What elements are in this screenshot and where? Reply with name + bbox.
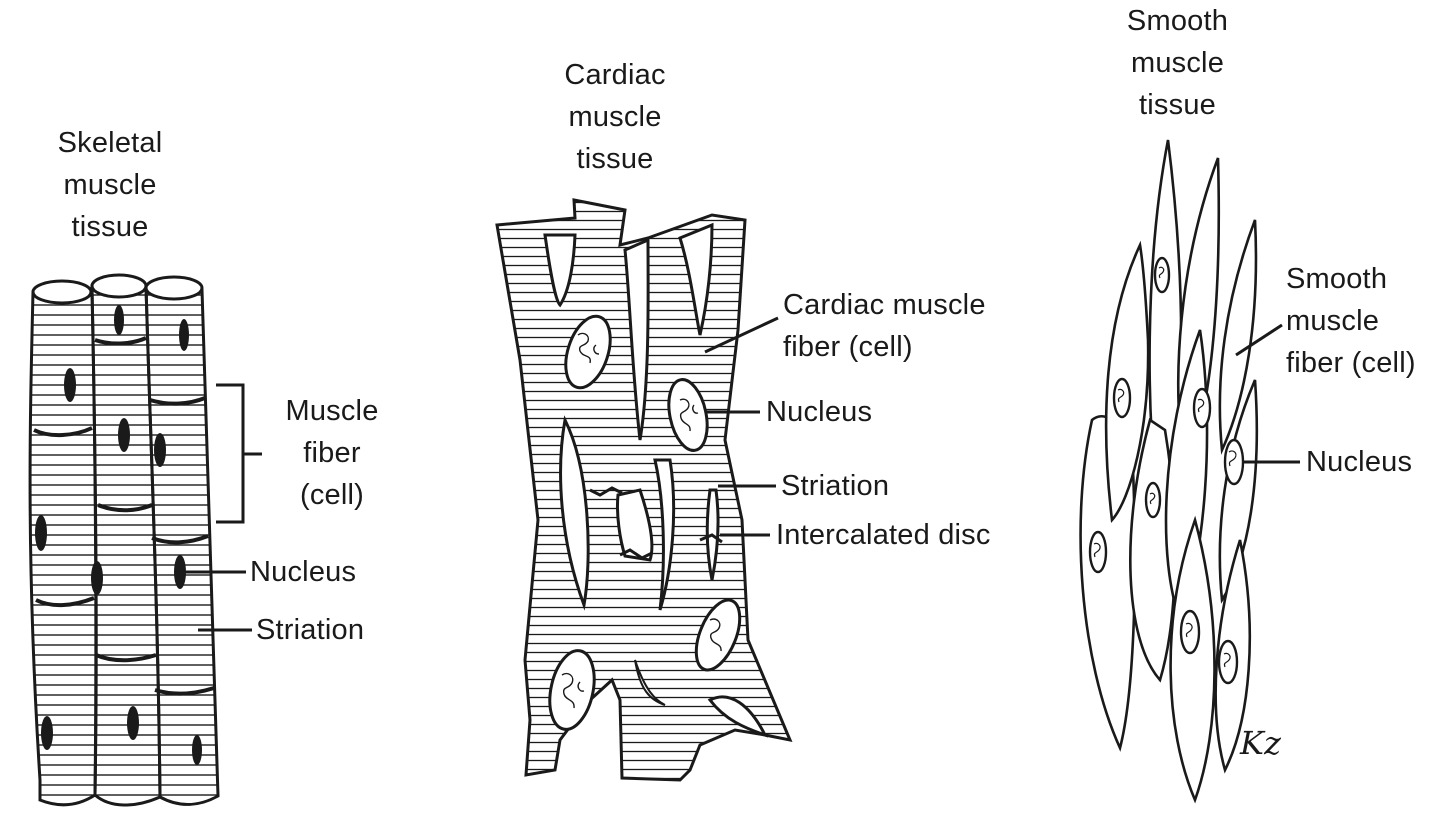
- skeletal-fiber-3: [144, 275, 220, 806]
- skeletal-fiber-2: [90, 273, 162, 807]
- skeletal-title-line-2: muscle: [63, 169, 157, 201]
- cardiac-title-line-3: tissue: [576, 143, 654, 175]
- smooth-title-line-1: Smooth: [1126, 5, 1229, 37]
- smooth-title-line-2: muscle: [1130, 47, 1225, 79]
- smooth-fiber-label: Smooth muscle fiber (cell): [1286, 258, 1416, 384]
- cardiac-nucleus-label: Nucleus: [766, 396, 873, 428]
- cardiac-fiber-label-line-1: Cardiac muscle: [783, 289, 986, 321]
- smooth-fiber-label-line-1: Smooth: [1286, 263, 1388, 295]
- smooth-fiber-leader: [1235, 323, 1283, 357]
- cardiac-muscle-illustration: [495, 198, 793, 782]
- skeletal-fiber-bracket: [216, 383, 262, 524]
- skeletal-fiber-label: Muscle fiber (cell): [262, 390, 402, 516]
- artist-signature: Kz: [1240, 724, 1282, 762]
- skeletal-nuclei: [35, 305, 202, 765]
- skeletal-fiber-label-line-2: fiber: [303, 437, 361, 469]
- skeletal-title-line-3: tissue: [71, 211, 149, 243]
- smooth-nuclei: [1088, 256, 1245, 685]
- smooth-fiber-label-line-2: muscle: [1286, 305, 1380, 337]
- cardiac-title-line-1: Cardiac: [564, 59, 666, 91]
- smooth-nuclei-detail: [1093, 266, 1237, 668]
- smooth-title-line-3: tissue: [1139, 89, 1216, 121]
- smooth-nucleus-label: Nucleus: [1306, 446, 1413, 478]
- cardiac-fiber-label: Cardiac muscle fiber (cell): [783, 284, 986, 368]
- cardiac-fiber-label-line-2: fiber (cell): [783, 331, 913, 363]
- skeletal-title: Skeletal muscle tissue: [40, 122, 180, 248]
- smooth-fiber-label-line-3: fiber (cell): [1286, 347, 1416, 379]
- skeletal-band-lines: [33, 336, 215, 696]
- smooth-title: Smooth muscle tissue: [1105, 0, 1250, 126]
- cardiac-striation-label: Striation: [781, 470, 890, 502]
- cardiac-fiber-leader: [704, 316, 779, 354]
- skeletal-fiber-label-line-3: (cell): [299, 479, 365, 511]
- cardiac-intercalated-disc-label: Intercalated disc: [776, 519, 991, 551]
- cardiac-title-line-2: muscle: [568, 101, 662, 133]
- skeletal-striation-label: Striation: [256, 614, 365, 646]
- skeletal-fiber-label-line-1: Muscle: [285, 395, 379, 427]
- skeletal-nucleus-label: Nucleus: [250, 556, 357, 588]
- skeletal-title-line-1: Skeletal: [57, 127, 163, 159]
- cardiac-title: Cardiac muscle tissue: [540, 54, 690, 180]
